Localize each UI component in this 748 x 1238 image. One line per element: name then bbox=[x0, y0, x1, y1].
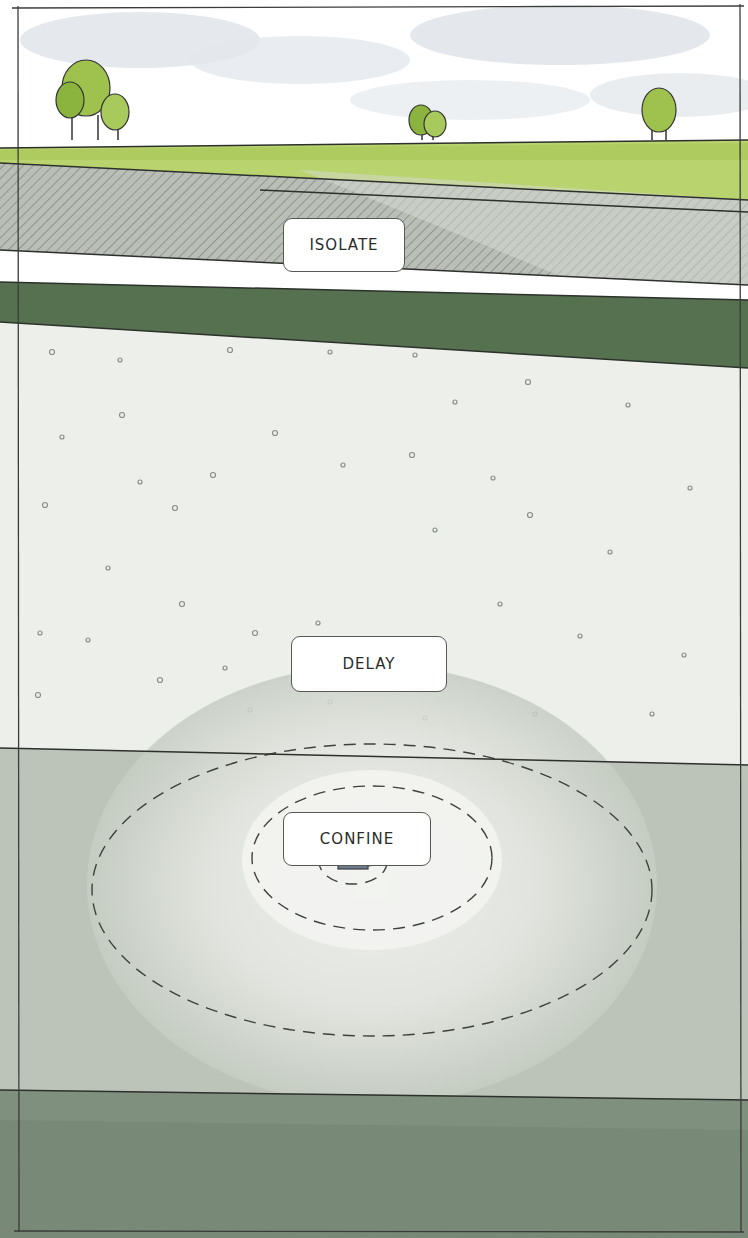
layer-label-box: DELAY bbox=[291, 636, 447, 692]
layer-label: CONFINE bbox=[320, 830, 394, 848]
layer-label: DELAY bbox=[343, 655, 396, 673]
layer-label-box: CONFINE bbox=[283, 812, 431, 866]
layer-label-box: ISOLATE bbox=[283, 218, 405, 272]
layer-label: ISOLATE bbox=[309, 236, 378, 254]
